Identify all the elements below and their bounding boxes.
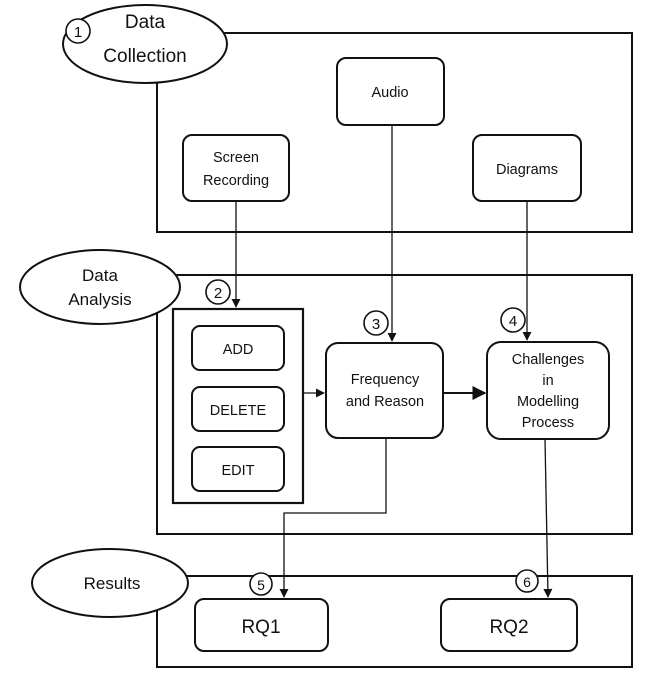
step-2-number: 2	[214, 285, 222, 302]
results-label: Results	[31, 548, 189, 618]
screen-recording-line1: Screen	[213, 150, 259, 166]
results-frame	[156, 575, 633, 668]
step-4-number: 4	[509, 313, 517, 330]
step-5-number: 5	[257, 577, 265, 593]
step-3-badge: 3	[363, 310, 389, 336]
rq1-text: RQ1	[241, 617, 280, 638]
challenges-line2: in	[542, 373, 553, 389]
step-5-badge: 5	[249, 572, 273, 596]
data-analysis-frame	[156, 274, 633, 535]
step-1-number: 1	[74, 24, 82, 41]
challenges-box: Challenges in Modelling Process	[486, 341, 610, 440]
arrow-frequency-to-rq1	[279, 438, 387, 598]
step-6-badge: 6	[515, 569, 539, 593]
challenges-line3: Modelling	[517, 394, 579, 410]
step-6-number: 6	[523, 574, 531, 590]
step-3-number: 3	[372, 316, 380, 333]
edit-text: EDIT	[221, 463, 254, 479]
delete-box: DELETE	[191, 386, 285, 432]
audio-text: Audio	[371, 85, 408, 101]
challenges-line1: Challenges	[512, 352, 585, 368]
diagrams-box: Diagrams	[472, 134, 582, 202]
data-collection-line2: Collection	[103, 46, 186, 67]
data-collection-frame	[156, 32, 633, 233]
rq2-box: RQ2	[440, 598, 578, 652]
frequency-reason-line2: and Reason	[346, 394, 424, 410]
rq1-box: RQ1	[194, 598, 329, 652]
frequency-reason-box: Frequency and Reason	[325, 342, 444, 439]
edit-box: EDIT	[191, 446, 285, 492]
audio-box: Audio	[336, 57, 445, 126]
challenges-line4: Process	[522, 415, 574, 431]
data-analysis-label: Data Analysis	[19, 249, 181, 325]
rq2-text: RQ2	[489, 617, 528, 638]
add-text: ADD	[223, 342, 254, 358]
diagrams-text: Diagrams	[496, 162, 558, 178]
data-collection-line1: Data	[125, 12, 166, 33]
arrow-challenges-to-rq2	[543, 438, 553, 598]
delete-text: DELETE	[210, 403, 267, 419]
data-collection-label: Data Collection	[62, 4, 228, 84]
step-2-badge: 2	[205, 279, 231, 305]
add-box: ADD	[191, 325, 285, 371]
results-text: Results	[84, 574, 141, 593]
data-analysis-line2: Analysis	[68, 290, 131, 309]
frequency-reason-line1: Frequency	[351, 372, 420, 388]
step-1-badge: 1	[65, 18, 91, 44]
screen-recording-box: Screen Recording	[182, 134, 290, 202]
step-4-badge: 4	[500, 307, 526, 333]
screen-recording-line2: Recording	[203, 173, 269, 189]
data-analysis-line1: Data	[82, 266, 118, 285]
